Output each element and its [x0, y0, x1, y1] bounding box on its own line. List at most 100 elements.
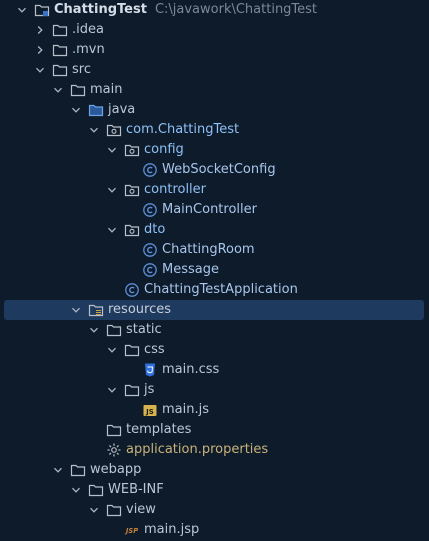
tree-row-main[interactable]: main	[0, 80, 429, 100]
settings-file-icon	[106, 442, 122, 458]
package-icon	[106, 122, 122, 138]
chevron-right-icon[interactable]	[34, 20, 46, 40]
chevron-down-icon[interactable]	[34, 60, 46, 80]
folder-icon	[52, 22, 68, 38]
tree-row-dto[interactable]: dto	[0, 220, 429, 240]
project-path: C:\javawork\ChattingTest	[154, 2, 318, 17]
tree-row-com-chattingtest[interactable]: com.ChattingTest	[0, 120, 429, 140]
tree-row-view[interactable]: view	[0, 500, 429, 520]
class-icon	[142, 202, 158, 218]
chevron-down-icon[interactable]	[88, 500, 100, 520]
class-icon	[124, 282, 140, 298]
tree-item-label: config	[144, 140, 184, 160]
folder-icon	[106, 502, 122, 518]
label-text: config	[144, 142, 184, 157]
tree-row-webapp[interactable]: webapp	[0, 460, 429, 480]
tree-item-label: java	[108, 100, 135, 120]
tree-row-idea[interactable]: .idea	[0, 20, 429, 40]
package-icon	[124, 222, 140, 238]
label-text: MainController	[162, 202, 257, 217]
chevron-down-icon[interactable]	[70, 100, 82, 120]
tree-row-mvn[interactable]: .mvn	[0, 40, 429, 60]
tree-row-js[interactable]: js	[0, 380, 429, 400]
label-text: templates	[126, 422, 192, 437]
folder-icon	[70, 82, 86, 98]
label-text: WEB-INF	[108, 482, 164, 497]
label-text: ChattingRoom	[162, 242, 255, 257]
tree-item-label: main.jsp	[144, 520, 199, 540]
tree-item-label: WebSocketConfig	[162, 160, 276, 180]
tree-item-label: templates	[126, 420, 191, 440]
chevron-down-icon[interactable]	[106, 380, 118, 400]
tree-row-main-css[interactable]: main.css	[0, 360, 429, 380]
chevron-down-icon[interactable]	[106, 180, 118, 200]
jsp-file-icon: JSP	[124, 522, 140, 538]
tree-item-label: main.js	[162, 400, 209, 420]
tree-item-label: controller	[144, 180, 206, 200]
tree-row-main-jsp[interactable]: JSP main.jsp	[0, 520, 429, 540]
label-text: ChattingTest	[54, 2, 147, 17]
tree-row-src[interactable]: src	[0, 60, 429, 80]
tree-row-maincontroller[interactable]: MainController	[0, 200, 429, 220]
tree-row-controller[interactable]: controller	[0, 180, 429, 200]
label-text: css	[144, 342, 165, 357]
label-text: application.properties	[126, 442, 269, 457]
folder-icon	[106, 322, 122, 338]
resources-folder-icon	[88, 302, 104, 318]
tree-row-config[interactable]: config	[0, 140, 429, 160]
chevron-down-icon[interactable]	[16, 0, 28, 20]
tree-row-application-properties[interactable]: application.properties	[0, 440, 429, 460]
tree-row-java[interactable]: java	[0, 100, 429, 120]
folder-icon	[52, 42, 68, 58]
chevron-down-icon[interactable]	[70, 480, 82, 500]
chevron-down-icon[interactable]	[88, 320, 100, 340]
module-folder-icon	[34, 2, 50, 18]
tree-item-label: dto	[144, 220, 165, 240]
label-text: main.jsp	[144, 522, 200, 537]
tree-item-label: Message	[162, 260, 219, 280]
tree-item-label: css	[144, 340, 165, 360]
js-file-icon: JS	[142, 402, 158, 418]
tree-item-label: main	[90, 80, 122, 100]
tree-item-label: view	[126, 500, 156, 520]
chevron-down-icon[interactable]	[106, 220, 118, 240]
tree-row-message[interactable]: Message	[0, 260, 429, 280]
tree-row-chattingroom[interactable]: ChattingRoom	[0, 240, 429, 260]
label-text: resources	[108, 302, 172, 317]
tree-item-label: MainController	[162, 200, 257, 220]
label-text: .mvn	[72, 42, 105, 57]
class-icon	[142, 242, 158, 258]
tree-row-web-inf[interactable]: WEB-INF	[0, 480, 429, 500]
tree-row-chattingtest[interactable]: ChattingTest C:\javawork\ChattingTest	[0, 0, 429, 20]
tree-item-label: webapp	[90, 460, 141, 480]
tree-item-label: src	[72, 60, 91, 80]
tree-item-label: js	[144, 380, 154, 400]
tree-row-chattingtestapplication[interactable]: ChattingTestApplication	[0, 280, 429, 300]
label-text: js	[144, 382, 155, 397]
label-text: webapp	[90, 462, 142, 477]
chevron-down-icon[interactable]	[70, 300, 82, 320]
package-icon	[124, 142, 140, 158]
tree-row-css[interactable]: css	[0, 340, 429, 360]
chevron-down-icon[interactable]	[88, 120, 100, 140]
tree-row-resources[interactable]: resources	[4, 300, 424, 320]
tree-row-websocketconfig[interactable]: WebSocketConfig	[0, 160, 429, 180]
chevron-right-icon[interactable]	[34, 40, 46, 60]
source-folder-icon	[88, 102, 104, 118]
folder-icon	[70, 462, 86, 478]
package-icon	[124, 182, 140, 198]
label-text: ChattingTestApplication	[144, 282, 298, 297]
tree-item-label: application.properties	[126, 440, 268, 460]
chevron-down-icon[interactable]	[52, 460, 64, 480]
label-text: com.ChattingTest	[126, 122, 240, 137]
label-text: Message	[162, 262, 219, 277]
chevron-down-icon[interactable]	[106, 340, 118, 360]
class-icon	[142, 162, 158, 178]
chevron-down-icon[interactable]	[106, 140, 118, 160]
chevron-down-icon[interactable]	[52, 80, 64, 100]
tree-row-templates[interactable]: templates	[0, 420, 429, 440]
tree-row-static[interactable]: static	[0, 320, 429, 340]
tree-item-label: static	[126, 320, 162, 340]
